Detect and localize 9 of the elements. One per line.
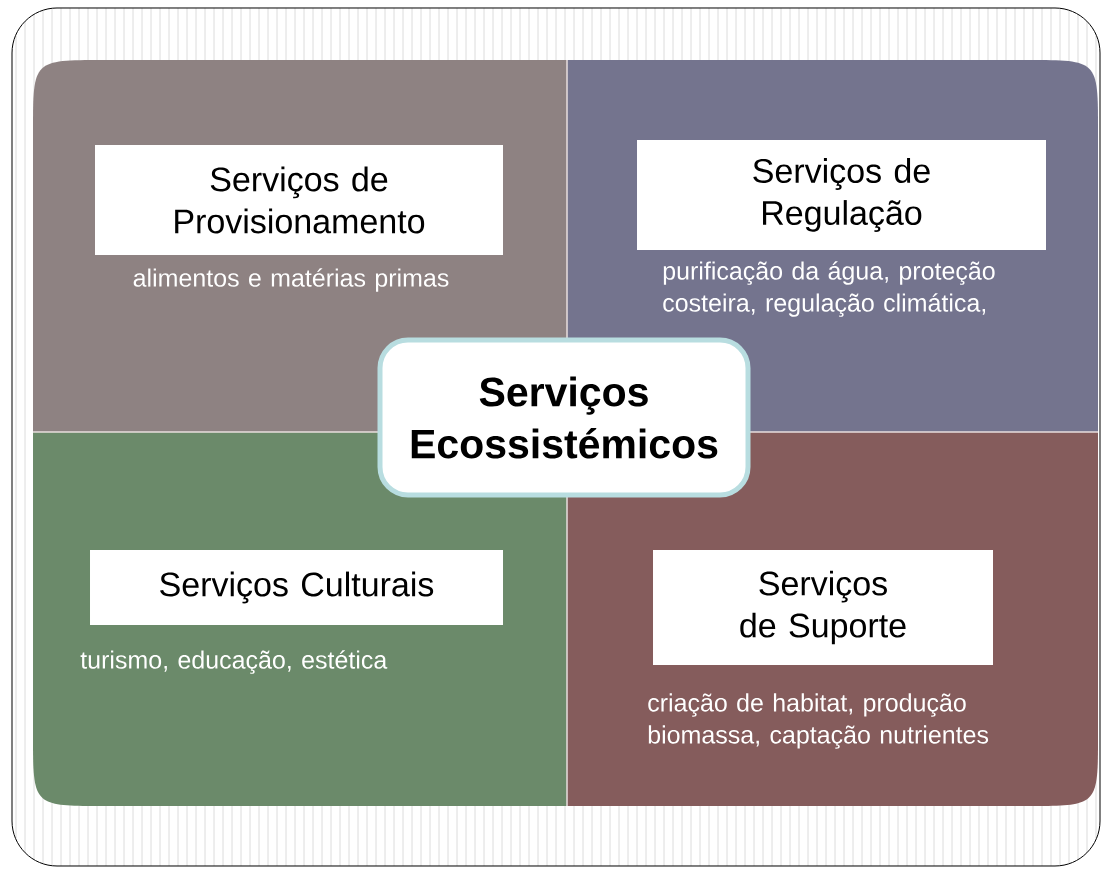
- description-text: purificação da água, proteção costeira, regulação climática,: [663, 261, 995, 317]
- central-box: Serviços Ecossistémicos: [377, 337, 751, 498]
- title-box: Serviços de Regulação: [637, 140, 1046, 250]
- title-box: Serviços Culturais: [90, 550, 503, 625]
- description-text: alimentos e matérias primas: [133, 268, 449, 292]
- description-text: criação de habitat, produção biomassa, captação nutrientes: [648, 693, 989, 749]
- title-box: Serviços de Suporte: [653, 550, 993, 665]
- title-box: Serviços de Provisionamento: [95, 145, 503, 255]
- description-text: turismo, educação, estética: [80, 650, 388, 674]
